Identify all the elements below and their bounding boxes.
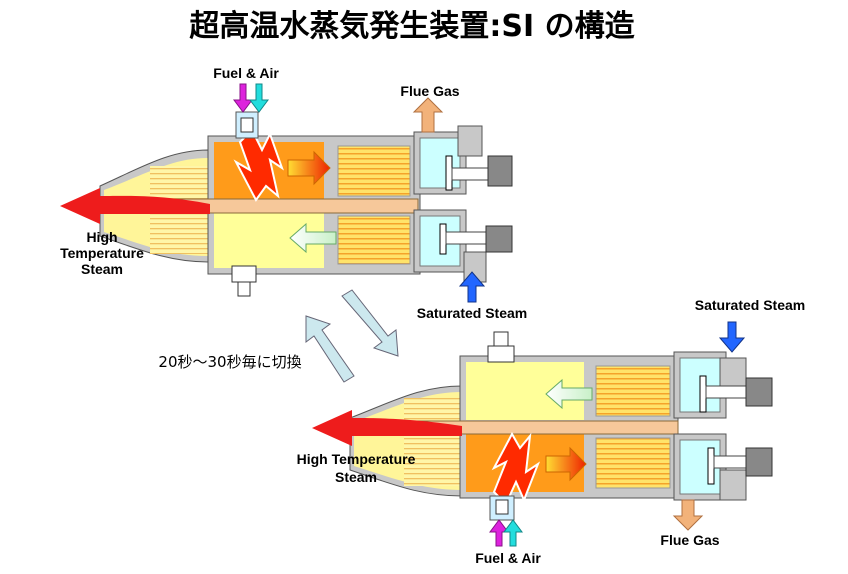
- bottom-regenerator-upper: [595, 365, 671, 417]
- bottom-outlet-core: [404, 398, 464, 486]
- page-title: 超高温水蒸気発生装置:SI の構造: [189, 9, 634, 44]
- top-burner-unit: Fuel & Air Flue Gas Saturated Steam High…: [60, 65, 527, 321]
- top-air-arrow: [249, 83, 269, 113]
- switch-arrow-up: [305, 315, 355, 383]
- top-regenerator-lower: [337, 215, 411, 265]
- bottom-saturated-steam-label: Saturated Steam: [695, 297, 805, 313]
- bottom-fuel-arrow: [489, 519, 509, 547]
- top-flue-gas-arrow: [412, 97, 444, 133]
- bottom-fuel-air-label: Fuel & Air: [475, 550, 541, 566]
- top-idle-burner: [231, 265, 257, 283]
- switch-arrows: [305, 289, 399, 383]
- bottom-actuator-upper: [745, 377, 773, 407]
- top-hts-arrow: [60, 188, 210, 224]
- top-fuel-arrow: [233, 83, 253, 113]
- bottom-regenerator-lower: [595, 437, 671, 489]
- top-saturated-steam-label: Saturated Steam: [417, 305, 527, 321]
- bottom-actuator-lower: [745, 447, 773, 477]
- bottom-hts-label-1: High Temperature: [297, 451, 416, 467]
- top-fuel-air-label: Fuel & Air: [213, 65, 279, 81]
- top-flow-arrow-hot: [287, 150, 331, 186]
- bottom-saturated-steam-arrow: [718, 321, 746, 353]
- bottom-flow-arrow-cool: [545, 378, 593, 410]
- top-flow-arrow-cool: [289, 222, 337, 254]
- top-flue-gas-label: Flue Gas: [400, 83, 459, 99]
- bottom-idle-burner: [493, 331, 509, 347]
- top-regenerator-upper: [337, 145, 411, 197]
- bottom-air-arrow: [503, 519, 523, 547]
- top-flame: [233, 128, 284, 202]
- bottom-flue-gas-arrow: [672, 499, 704, 531]
- top-actuator-lower: [485, 225, 513, 253]
- bottom-hts-label-2: Steam: [335, 469, 377, 485]
- top-hts-label-3: Steam: [81, 261, 123, 277]
- switch-arrow-down: [341, 289, 399, 357]
- top-hts-label-1: High: [86, 229, 117, 245]
- bottom-burner-unit: Saturated Steam High Temperature Steam F…: [297, 297, 806, 566]
- switch-interval-note: 20秒〜30秒毎に切換: [158, 353, 301, 371]
- top-saturated-steam-arrow: [458, 271, 486, 303]
- top-hts-label-2: Temperature: [60, 245, 144, 261]
- top-actuator-upper: [487, 155, 513, 187]
- bottom-flow-arrow-hot: [545, 446, 587, 482]
- bottom-flame: [491, 431, 541, 506]
- bottom-flue-gas-label: Flue Gas: [660, 532, 719, 548]
- bottom-hts-arrow: [312, 410, 462, 446]
